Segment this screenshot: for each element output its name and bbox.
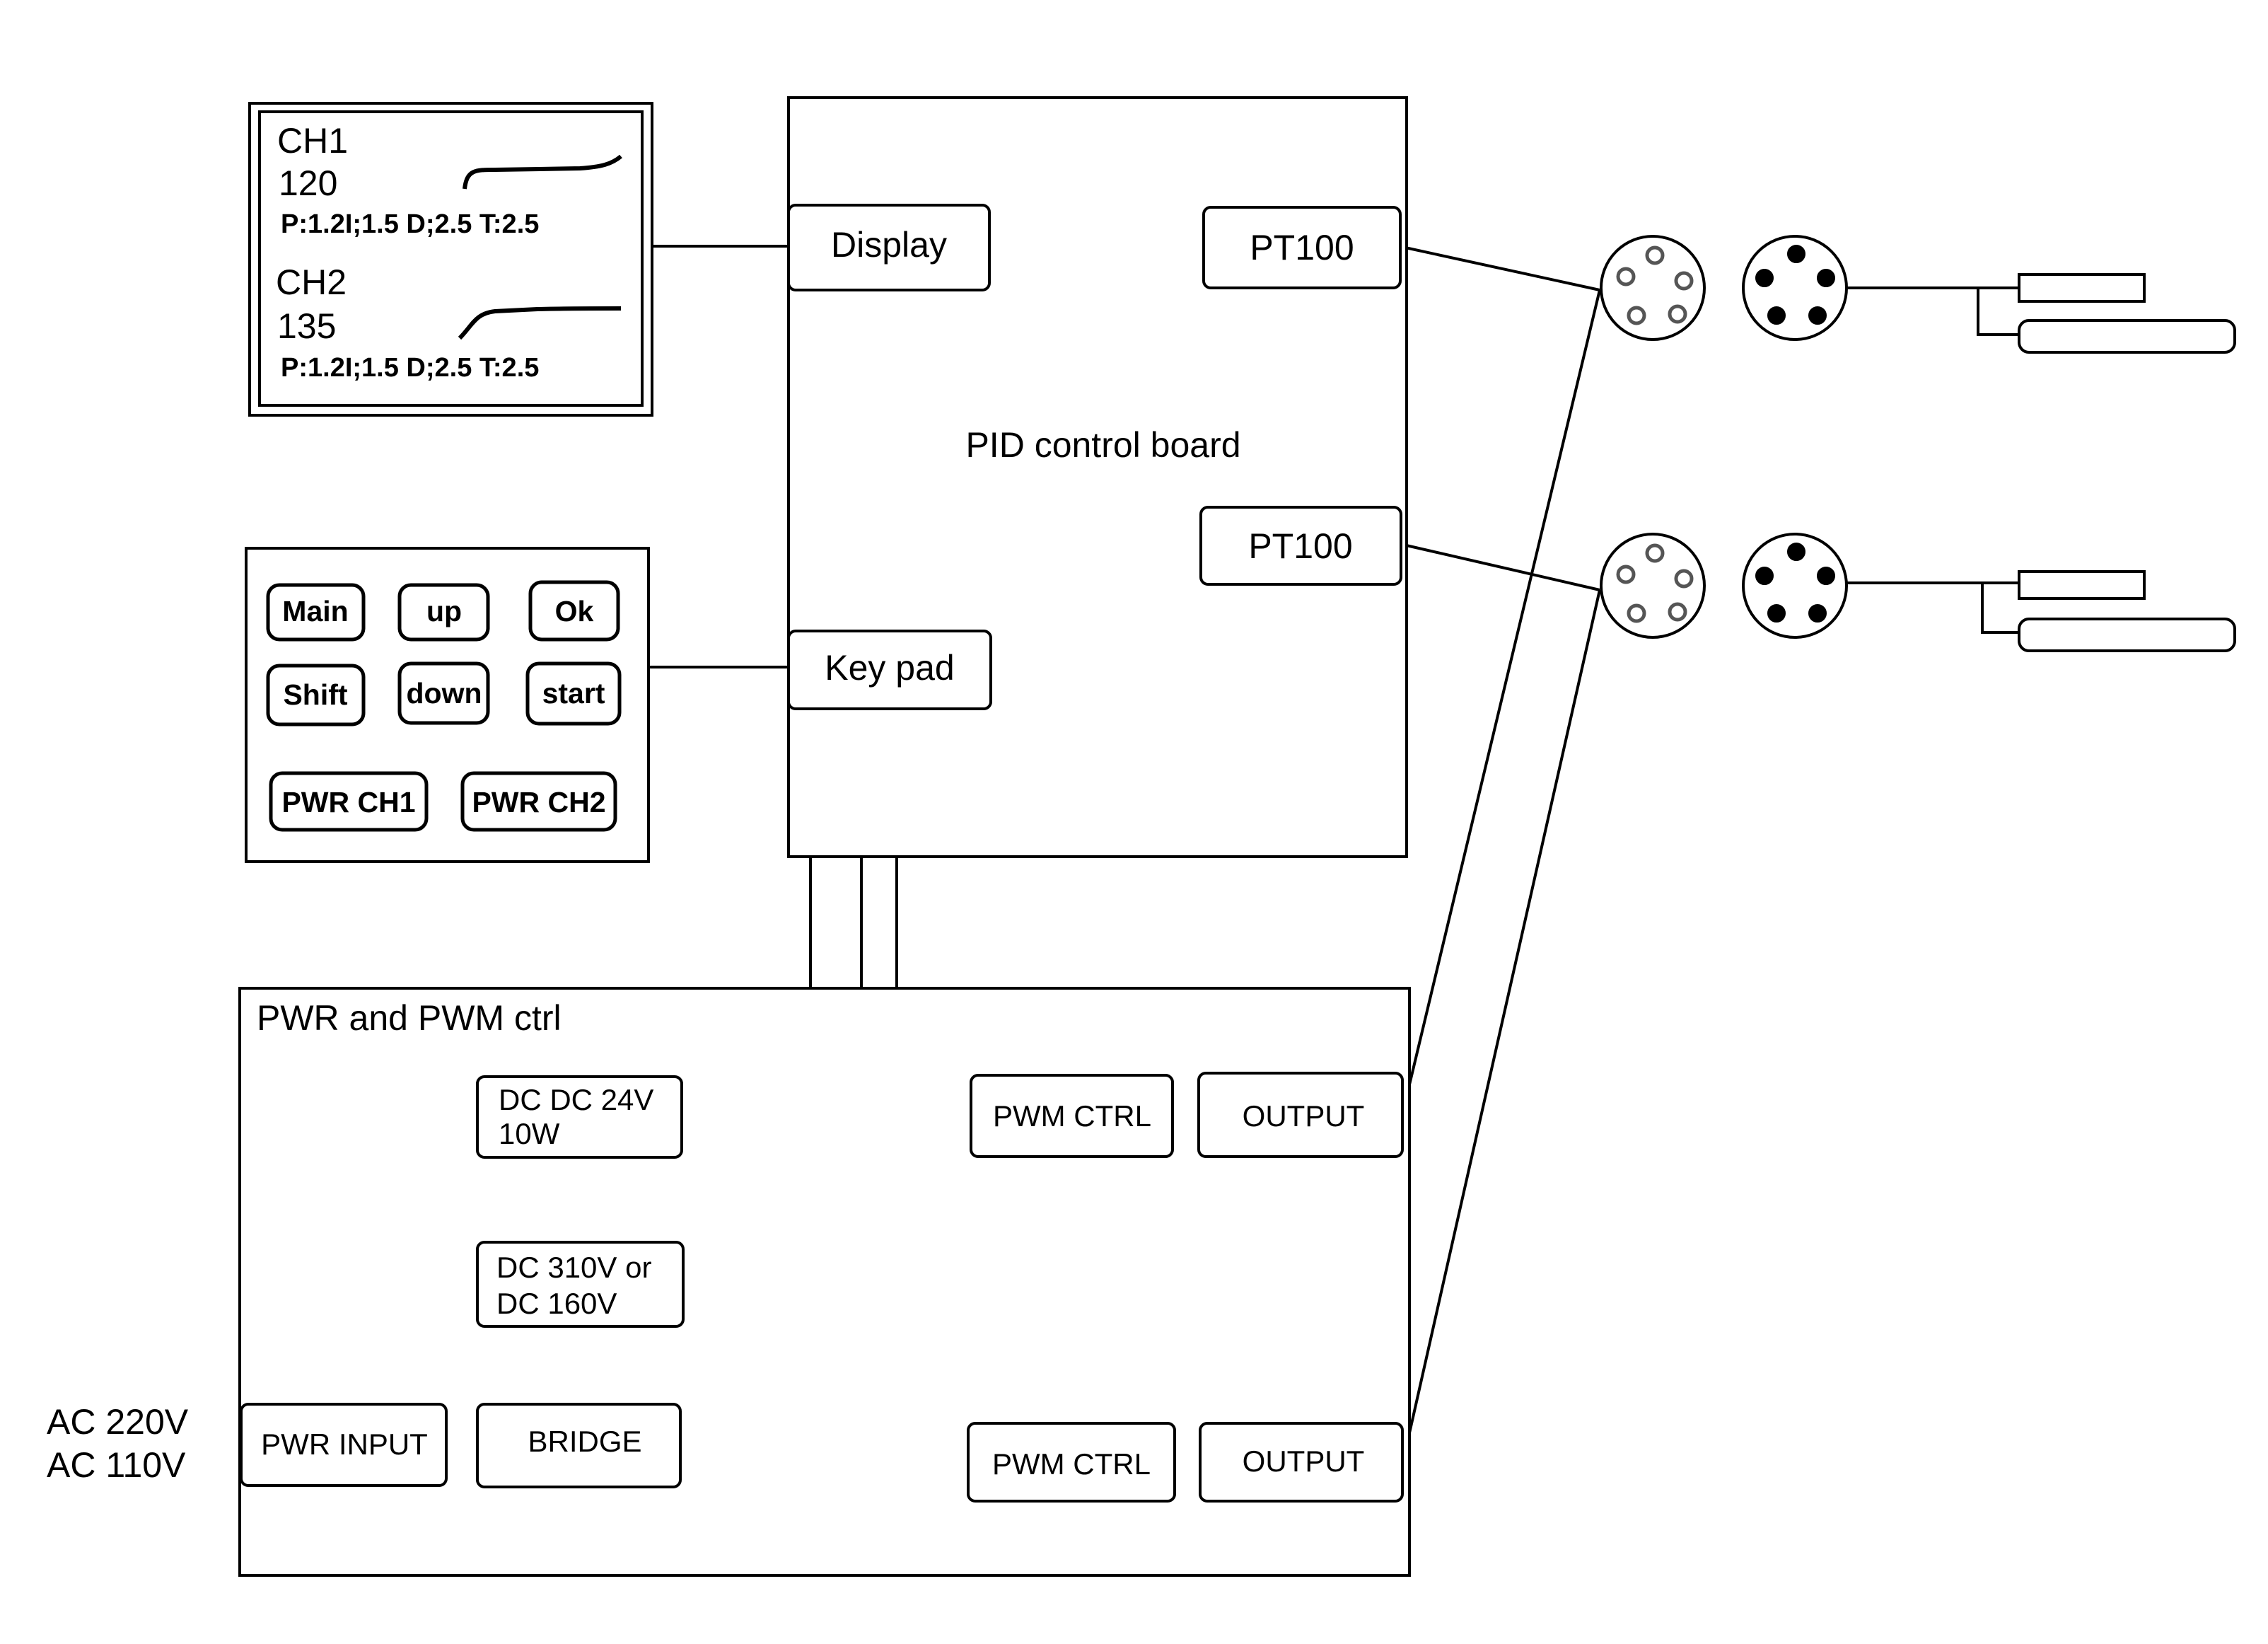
socket-connector-1: [1600, 235, 1706, 341]
ch2-name: CH2: [276, 262, 347, 302]
pwr-input-block: PWR INPUT: [240, 1403, 448, 1487]
ac-input-label: AC 220V AC 110V: [47, 1402, 189, 1485]
svg-text:PT100: PT100: [1250, 228, 1354, 267]
svg-text:start: start: [542, 677, 605, 710]
ok-button[interactable]: Ok: [528, 580, 620, 642]
power-section-title: PWR and PWM ctrl: [257, 998, 562, 1038]
socket-connector-2: [1600, 533, 1706, 639]
ch1-trend-curve: [463, 154, 622, 190]
plug-connector-2: [1742, 533, 1848, 639]
ch2-value: 135: [277, 306, 336, 346]
svg-text:PWR CH2: PWR CH2: [472, 786, 605, 818]
pwm-ctrl-block-2: PWM CTRL: [967, 1422, 1176, 1503]
svg-text:BRIDGE: BRIDGE: [528, 1425, 641, 1458]
pt100-sensor-2: [2018, 570, 2146, 600]
output-block-2: OUTPUT: [1199, 1422, 1404, 1503]
svg-text:PWM CTRL: PWM CTRL: [993, 1099, 1151, 1133]
svg-text:DC DC 24V: DC DC 24V: [499, 1083, 653, 1116]
start-button[interactable]: start: [525, 661, 622, 726]
ch1-name: CH1: [277, 121, 348, 161]
svg-text:AC 110V: AC 110V: [47, 1445, 186, 1485]
dc-bus-block: DC 310V or DC 160V: [476, 1241, 685, 1328]
svg-text:Ok: Ok: [555, 595, 594, 627]
svg-text:Main: Main: [282, 595, 348, 627]
svg-text:Display: Display: [831, 225, 947, 265]
keypad-panel: Main up Ok Shift down start PWR CH1 PWR: [245, 547, 650, 863]
output-block-1: OUTPUT: [1197, 1072, 1404, 1158]
svg-text:AC 220V: AC 220V: [47, 1402, 189, 1442]
ch1-params: P:1.2I;1.5 D;2.5 T:2.5: [281, 209, 539, 239]
svg-text:OUTPUT: OUTPUT: [1243, 1099, 1365, 1133]
ch1-value: 120: [279, 163, 337, 203]
svg-text:Shift: Shift: [283, 678, 347, 711]
pwr-ch2-button[interactable]: PWR CH2: [460, 771, 617, 832]
pwr-ch1-button[interactable]: PWR CH1: [269, 771, 429, 832]
svg-text:Key pad: Key pad: [825, 648, 954, 688]
main-button[interactable]: Main: [266, 583, 366, 642]
down-button[interactable]: down: [397, 661, 490, 725]
pt100-port-1: PT100: [1202, 206, 1402, 289]
heater-element-1: [2018, 319, 2236, 354]
svg-text:up: up: [426, 595, 462, 627]
svg-text:OUTPUT: OUTPUT: [1243, 1445, 1365, 1478]
svg-text:down: down: [406, 677, 482, 710]
pid-control-board: PID control board Display Key pad PT100 …: [787, 96, 1408, 858]
svg-text:PWR CH1: PWR CH1: [281, 786, 415, 818]
display-port: Display: [787, 204, 991, 291]
ch2-trend-curve: [458, 306, 622, 340]
svg-text:PT100: PT100: [1248, 526, 1352, 566]
keypad-port: Key pad: [787, 630, 992, 710]
svg-text:DC 310V or: DC 310V or: [496, 1251, 651, 1284]
bridge-block: BRIDGE: [476, 1403, 682, 1488]
dcdc-converter-block: DC DC 24V 10W: [476, 1075, 683, 1159]
up-button[interactable]: up: [397, 583, 490, 642]
power-pwm-section: PWR and PWM ctrl DC DC 24V 10W DC 310V o…: [238, 987, 1411, 1577]
svg-text:PWR INPUT: PWR INPUT: [261, 1428, 428, 1461]
svg-text:DC 160V: DC 160V: [496, 1287, 617, 1320]
ch2-params: P:1.2I;1.5 D;2.5 T:2.5: [281, 353, 539, 383]
pwm-ctrl-block-1: PWM CTRL: [970, 1074, 1174, 1158]
pt100-sensor-1: [2018, 273, 2146, 303]
svg-text:10W: 10W: [499, 1117, 560, 1150]
pid-board-title: PID control board: [965, 425, 1240, 465]
plug-connector-1: [1742, 235, 1848, 341]
heater-element-2: [2018, 618, 2236, 652]
pt100-port-2: PT100: [1199, 506, 1402, 586]
display-screen: CH1 120 P:1.2I;1.5 D;2.5 T:2.5 CH2 135 P…: [248, 102, 653, 417]
svg-text:PWM CTRL: PWM CTRL: [992, 1447, 1151, 1481]
shift-button[interactable]: Shift: [266, 664, 366, 727]
